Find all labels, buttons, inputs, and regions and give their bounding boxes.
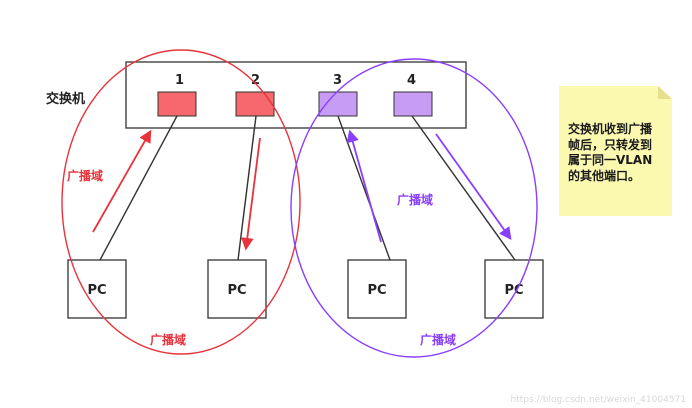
switch-port-2 [235, 91, 275, 117]
broadcast-domain-label-purple-1: 广播域 [397, 192, 433, 207]
port-label-4: 4 [407, 73, 416, 88]
cable-pc4-port4 [411, 115, 516, 261]
note-line: 帧后，只转发到 [568, 137, 653, 152]
note-line: 的其他端口。 [568, 168, 641, 183]
port-label-1: 1 [175, 73, 184, 88]
switch-port-4 [393, 91, 433, 117]
switch-label: 交换机 [46, 91, 85, 107]
broadcast-domain-red [61, 49, 301, 355]
watermark: https://blog.csdn.net/weixin_41004571 [510, 395, 686, 405]
broadcast-domain-label-purple-2: 广播域 [420, 332, 456, 347]
cable-pc2-port2 [237, 115, 257, 261]
port-label-2: 2 [251, 73, 260, 88]
pc-2 [207, 259, 267, 319]
arrow-pc3-to-switch [346, 129, 382, 243]
pc-1 [67, 259, 127, 319]
switch-port-1 [157, 91, 197, 117]
pc-2-label: PC [227, 283, 246, 298]
note-line: 属于同一VLAN [568, 153, 653, 167]
explanation-note: 交换机收到广播 帧后，只转发到 属于同一VLAN 的其他端口。 [559, 86, 672, 216]
broadcast-domain-purple [290, 58, 538, 358]
arrow-pc1-to-switch [92, 129, 152, 233]
pc-1-label: PC [87, 283, 106, 298]
broadcast-domain-label-red-1: 广播域 [67, 168, 103, 183]
pc-4 [484, 259, 544, 319]
arrow-switch-to-pc2 [241, 137, 261, 251]
arrow-switch-to-pc4 [435, 133, 512, 241]
cable-pc3-port3 [337, 115, 391, 261]
pc-3-label: PC [367, 283, 386, 298]
switch-port-3 [318, 91, 358, 117]
broadcast-domain-label-red-2: 广播域 [150, 332, 186, 347]
pc-3 [347, 259, 407, 319]
port-label-3: 3 [333, 73, 342, 88]
cable-pc1-port1 [99, 115, 178, 261]
note-line: 交换机收到广播 [568, 122, 653, 136]
